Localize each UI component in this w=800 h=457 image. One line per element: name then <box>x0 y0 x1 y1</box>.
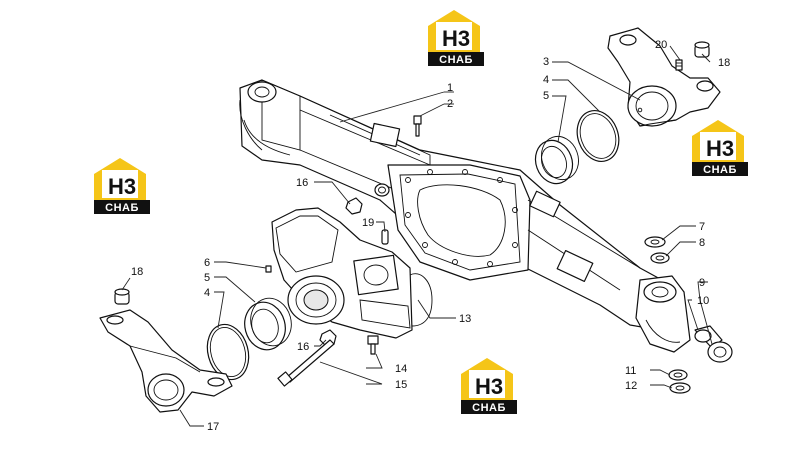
callout-18-left: 18 <box>131 266 143 278</box>
svg-text:СНАБ: СНАБ <box>703 164 737 176</box>
callout-7: 7 <box>699 221 705 233</box>
callout-5-left: 5 <box>204 272 210 284</box>
watermark-logo-right: H3 СНАБ <box>692 120 748 176</box>
svg-text:H3: H3 <box>475 374 503 399</box>
hub-carrier-13 <box>271 207 433 339</box>
callout-4-left: 4 <box>204 287 210 299</box>
callout-19: 19 <box>362 217 374 229</box>
callout-17: 17 <box>207 421 219 433</box>
nut-16-upper <box>345 197 363 215</box>
callout-3: 3 <box>543 56 549 68</box>
dowel-pin-19 <box>381 229 389 245</box>
callout-18-top: 18 <box>718 57 730 69</box>
svg-text:H3: H3 <box>108 174 136 199</box>
callout-11: 11 <box>625 365 636 377</box>
callout-12: 12 <box>625 380 637 392</box>
callout-1: 1 <box>447 82 453 94</box>
bearing-ring-5-right <box>534 135 579 185</box>
fastener-20 <box>675 59 683 71</box>
callout-2: 2 <box>447 98 453 110</box>
callout-6: 6 <box>204 257 210 269</box>
callout-16-upper: 16 <box>296 177 308 189</box>
callout-5-right: 5 <box>543 90 549 102</box>
bolt-14 <box>367 335 379 355</box>
callout-14: 14 <box>395 363 407 375</box>
washer-12 <box>669 382 691 394</box>
bearing-9 <box>707 341 733 363</box>
svg-text:СНАБ: СНАБ <box>105 202 139 214</box>
callout-8: 8 <box>699 237 705 249</box>
nut-18-top <box>694 41 710 58</box>
axle-housing <box>239 79 691 353</box>
svg-text:H3: H3 <box>442 26 470 51</box>
callout-9: 9 <box>699 277 705 289</box>
washer-7 <box>644 236 666 248</box>
long-bolt-15 <box>277 339 335 387</box>
washer-11 <box>668 369 688 381</box>
callout-15: 15 <box>395 379 407 391</box>
svg-text:H3: H3 <box>706 136 734 161</box>
callout-20: 20 <box>655 39 667 51</box>
svg-text:СНАБ: СНАБ <box>439 54 473 66</box>
callout-13: 13 <box>459 313 471 325</box>
bolt-2 <box>413 115 422 137</box>
watermark-logo-bottom: H3 СНАБ <box>461 358 517 414</box>
seal-ring-4-left <box>206 323 250 381</box>
screw-6 <box>265 265 272 273</box>
steering-knuckle-upper <box>607 27 721 127</box>
nut-18-left <box>114 288 130 305</box>
watermark-logo-top: H3 СНАБ <box>428 10 484 66</box>
callout-16-lower: 16 <box>297 341 309 353</box>
bearing-ring-5-left <box>244 297 292 351</box>
watermark-logo-left: H3 СНАБ <box>94 158 150 214</box>
callout-numbers: 1 2 3 4 5 20 18 16 19 7 8 9 10 6 5 4 18 … <box>131 39 730 433</box>
leader-lines <box>121 45 713 427</box>
seal-ring-4-right <box>576 110 620 162</box>
steering-knuckle-lower-17 <box>99 309 233 413</box>
svg-text:СНАБ: СНАБ <box>472 402 506 414</box>
nut-8 <box>650 252 670 264</box>
callout-10: 10 <box>697 295 709 307</box>
callout-4-right: 4 <box>543 74 549 86</box>
